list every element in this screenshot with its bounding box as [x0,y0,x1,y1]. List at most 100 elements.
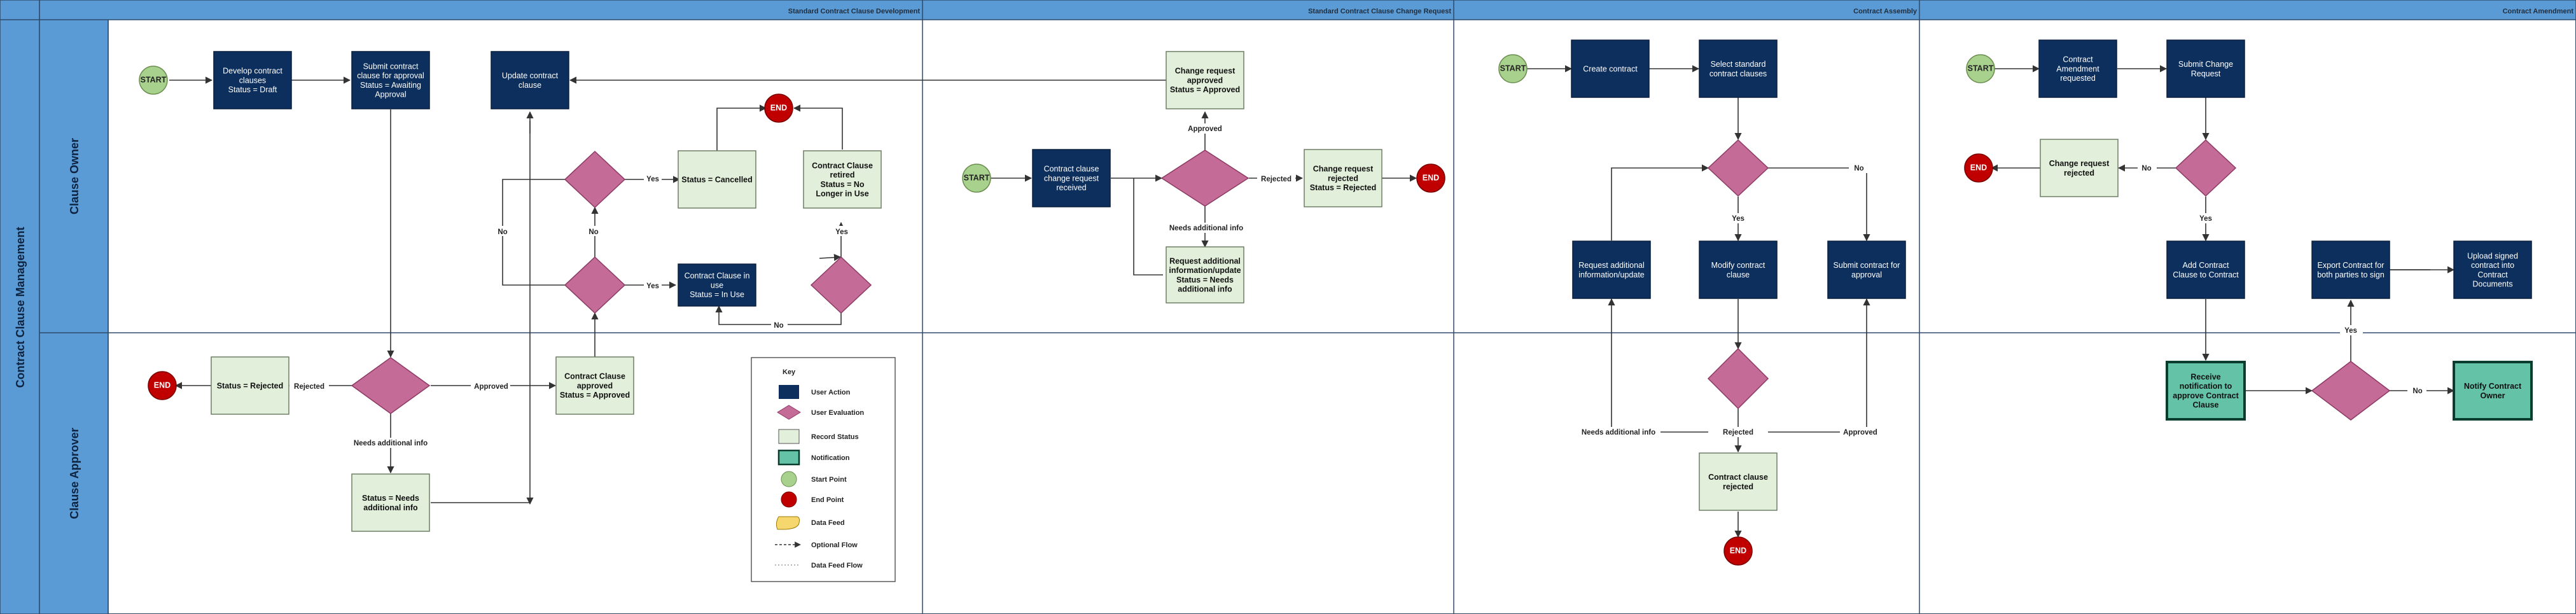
edge-label-needs-change: Needs additional info [1169,225,1243,232]
node-shape-ch-end [1416,164,1445,193]
edge-label-rejected-change: Rejected [1261,176,1291,183]
legend-title: Key [783,368,796,376]
node-shape-am-notif-q [2311,361,2391,421]
node-ch-end: END [1416,164,1445,193]
node-label-dev_start: START [141,75,167,84]
legend-item-action: User Action [811,389,851,396]
node-shape-dev-retire-q [810,256,872,314]
node-dev-end-left: END [148,371,177,400]
node-as-start: START [1498,54,1528,83]
node-label-dev_end_top: END [770,103,787,112]
edge-label-rejected-dev: Rejected [294,383,324,391]
edge-label-yes-notify: Yes [2344,327,2357,335]
node-as-modify-q [1707,139,1769,197]
legend-item-optional: Optional Flow [811,541,858,549]
legend-item-status: Record Status [811,433,859,441]
edge-label-no-loop: No [498,228,507,236]
node-dev-end-top: END [764,94,793,123]
node-shape-as-request-info [1572,241,1651,299]
node-shape-as-start [1498,54,1528,83]
node-shape-dev-cancel-q [564,150,626,209]
node-shape-dev-inuse-q [564,256,626,314]
node-dev-start: START [139,66,168,95]
node-shape-as-modify [1699,241,1778,299]
node-shape-am-start [1966,54,1995,83]
edge-label-yes-assembly: Yes [1732,215,1744,223]
node-shape-dev-develop [213,51,292,109]
node-shape-ch-eval-q [1160,150,1250,207]
node-shape-ch-start [962,164,991,193]
edge-label-no-assembly: No [1854,165,1863,172]
legend-item-end: End Point [811,496,844,504]
node-shape-dev-end-left [148,371,177,400]
edge-labels: Yes No No Yes Yes No Rejected Approved N… [289,123,2426,448]
edge-label-yes-amend: Yes [2199,215,2212,223]
node-shape-ch-received [1032,149,1111,207]
legend-item-start: Start Point [811,476,847,484]
node-shape-as-rejected [1699,452,1778,511]
node-am-start: START [1966,54,1995,83]
node-shape-am-submit [2166,39,2245,98]
node-shape-as-select [1699,39,1778,98]
node-label-dev_rejected: Status = Rejected [217,381,284,390]
legend-item-evaluation: User Evaluation [811,409,864,417]
node-label-dev_end_left: END [154,380,171,389]
node-am-notif-q [2311,361,2391,421]
edge-label-yes-inuse: Yes [646,283,659,290]
node-as-review-q [1707,347,1769,410]
edge-label-yes-retire: Yes [835,228,848,236]
diagram-title: Contract Clause Management [14,227,27,387]
node-label-as_end: END [1730,546,1746,555]
node-shape-dev-rejected [211,356,289,415]
legend: Key User Action User Evaluation Record S… [751,357,896,582]
section-header-change: Standard Contract Clause Change Request [1308,8,1451,15]
node-dev-inuse-q [564,256,626,314]
legend-item-notification: Notification [811,454,850,462]
legend-swatch-notification [777,449,800,466]
node-as-create: Create contract [1571,39,1650,98]
lane-label-approver: Clause Approver [68,428,81,519]
node-dev-cancel-q [564,150,626,209]
node-label-am_end: END [1970,163,1987,172]
node-shape-am-requested [2038,39,2117,98]
edge-label-no-notify: No [2412,387,2422,395]
edge-label-needs-assembly: Needs additional info [1582,429,1655,436]
edge-label-approved-dev: Approved [474,383,508,391]
node-shape-ch-rejected [1304,149,1382,207]
node-shape-as-modify-q [1707,139,1769,197]
section-header-assembly: Contract Assembly [1853,8,1918,15]
edge-label-approved-change: Approved [1188,125,1222,133]
node-shape-am-export [2311,241,2390,299]
node-shape-dev-needs [351,473,430,532]
edge-label-rejected-assembly: Rejected [1723,429,1753,436]
node-shape-as-review-q [1707,347,1769,410]
legend-swatch-action [779,385,799,399]
